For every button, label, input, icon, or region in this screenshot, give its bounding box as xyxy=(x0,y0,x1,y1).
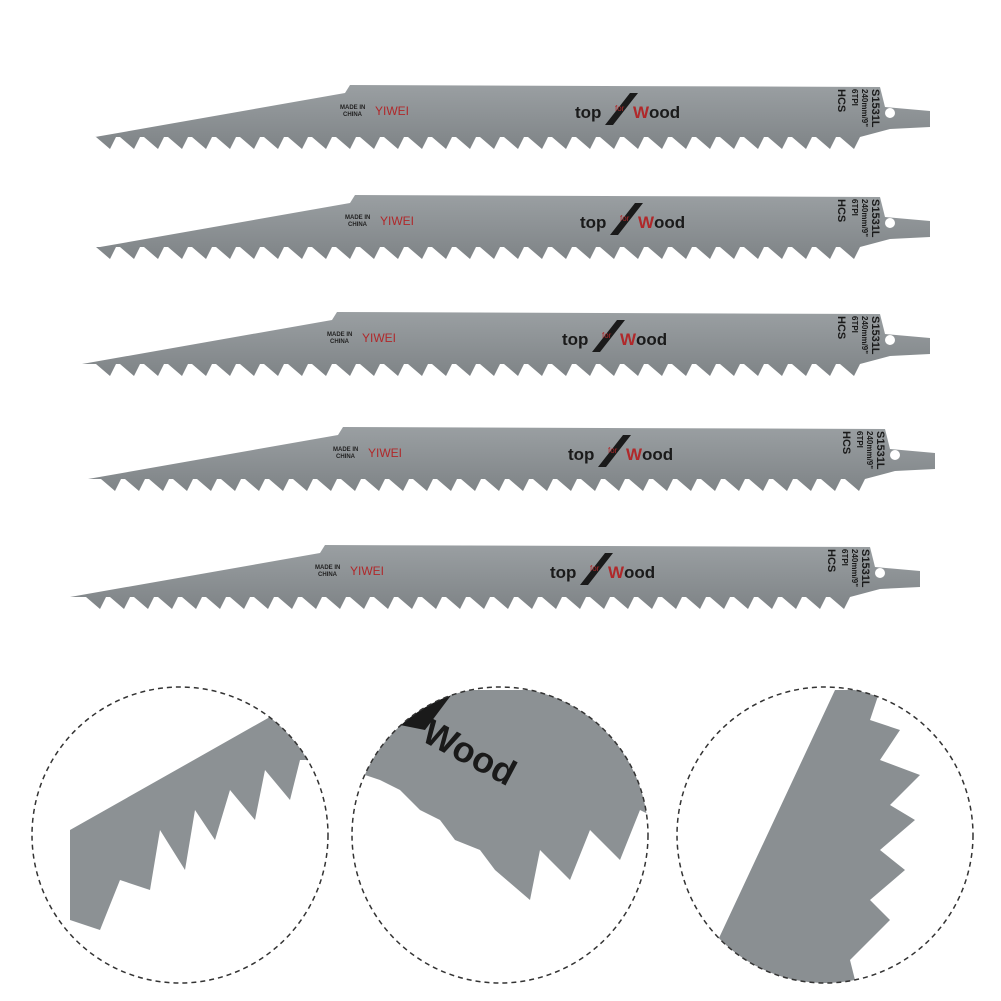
brand-label: YIWEI xyxy=(350,564,384,578)
slogan-for: for xyxy=(608,446,618,455)
brand-label: YIWEI xyxy=(362,331,396,345)
country-label: CHINA xyxy=(330,339,350,345)
slogan-slash xyxy=(580,553,613,585)
slogan-w: W xyxy=(638,213,655,232)
slogan-top: top xyxy=(550,563,576,582)
made-in-label: MADE IN xyxy=(340,105,365,111)
slogan-top: top xyxy=(580,213,606,232)
blade-body xyxy=(95,85,930,149)
slogan-ood: ood xyxy=(654,213,685,232)
model-label: S1531L xyxy=(869,89,881,128)
material-label: HCS xyxy=(825,549,837,572)
model-label: S1531L xyxy=(874,431,886,470)
slogan-w: W xyxy=(608,563,625,582)
blade-body xyxy=(70,545,920,609)
slogan-slash xyxy=(592,320,625,352)
slogan-ood: ood xyxy=(649,103,680,122)
slogan-top: top xyxy=(562,330,588,349)
slogan-for: for xyxy=(602,331,612,340)
mounting-hole xyxy=(885,335,895,345)
tpi-label: 6TPI xyxy=(855,431,864,448)
brand-label: YIWEI xyxy=(375,104,409,118)
slogan-ood: ood xyxy=(636,330,667,349)
material-label: HCS xyxy=(840,431,852,454)
material-label: HCS xyxy=(835,199,847,222)
length-label: 240mm/9" xyxy=(865,431,874,469)
brand-label: YIWEI xyxy=(380,214,414,228)
tpi-label: 6TPI xyxy=(840,549,849,566)
tpi-label: 6TPI xyxy=(850,89,859,106)
model-label: S1531L xyxy=(859,549,871,588)
mounting-hole xyxy=(875,568,885,578)
made-in-label: MADE IN xyxy=(333,447,358,453)
made-in-label: MADE IN xyxy=(327,332,352,338)
slogan-w: W xyxy=(633,103,650,122)
country-label: CHINA xyxy=(336,454,356,460)
blade-body xyxy=(82,312,930,376)
slogan-for: for xyxy=(590,564,600,573)
slogan-for: for xyxy=(615,104,625,113)
slogan-slash xyxy=(598,435,631,467)
slogan-for: for xyxy=(620,214,630,223)
slogan-top: top xyxy=(575,103,601,122)
slogan-ood: ood xyxy=(642,445,673,464)
blade-body xyxy=(88,427,935,491)
made-in-label: MADE IN xyxy=(315,565,340,571)
country-label: CHINA xyxy=(348,222,368,228)
length-label: 240mm/9" xyxy=(850,549,859,587)
slogan-slash xyxy=(605,93,638,125)
length-label: 240mm/9" xyxy=(860,89,869,127)
length-label: 240mm/9" xyxy=(860,199,869,237)
detail-circle-wood-logo: Wood xyxy=(351,686,649,984)
length-label: 240mm/9" xyxy=(860,316,869,354)
slogan-slash xyxy=(610,203,643,235)
model-label: S1531L xyxy=(869,199,881,238)
slogan-top: top xyxy=(568,445,594,464)
mounting-hole xyxy=(890,450,900,460)
made-in-label: MADE IN xyxy=(345,215,370,221)
slogan-w: W xyxy=(620,330,637,349)
material-label: HCS xyxy=(835,89,847,112)
tpi-label: 6TPI xyxy=(850,199,859,216)
model-label: S1531L xyxy=(869,316,881,355)
slogan-w: W xyxy=(626,445,643,464)
material-label: HCS xyxy=(835,316,847,339)
tpi-label: 6TPI xyxy=(850,316,859,333)
mounting-hole xyxy=(885,218,895,228)
mounting-hole xyxy=(885,108,895,118)
brand-label: YIWEI xyxy=(368,446,402,460)
blade-body xyxy=(96,195,930,259)
detail-circle-teeth xyxy=(676,686,974,984)
slogan-ood: ood xyxy=(624,563,655,582)
country-label: CHINA xyxy=(318,572,338,578)
country-label: CHINA xyxy=(343,112,363,118)
detail-circle-tip xyxy=(31,686,329,984)
